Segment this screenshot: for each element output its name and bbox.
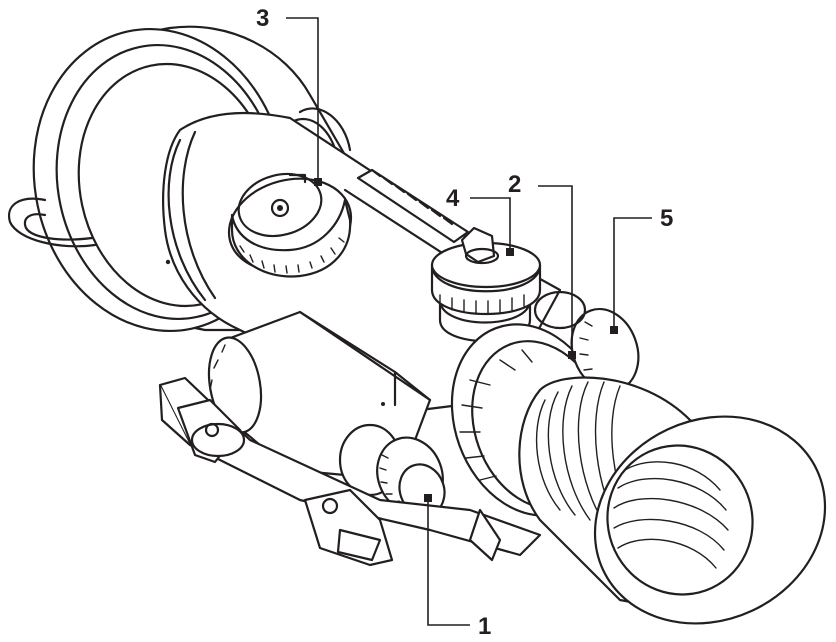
callout-5-label: 5 — [660, 205, 673, 232]
focus-knob — [227, 172, 353, 278]
callout-2: 2 — [508, 171, 576, 359]
callout-1-label: 1 — [478, 613, 491, 640]
callout-4: 4 — [446, 185, 514, 256]
callout-4-label: 4 — [446, 185, 460, 212]
mount-rail — [158, 376, 542, 567]
callout-5: 5 — [610, 205, 673, 334]
callout-2-label: 2 — [508, 171, 521, 198]
callout-3-label: 3 — [256, 5, 269, 32]
eyecup — [518, 376, 827, 625]
callout-3: 3 — [256, 5, 322, 186]
battery-compartment — [207, 310, 446, 517]
callout-1: 1 — [424, 494, 491, 640]
